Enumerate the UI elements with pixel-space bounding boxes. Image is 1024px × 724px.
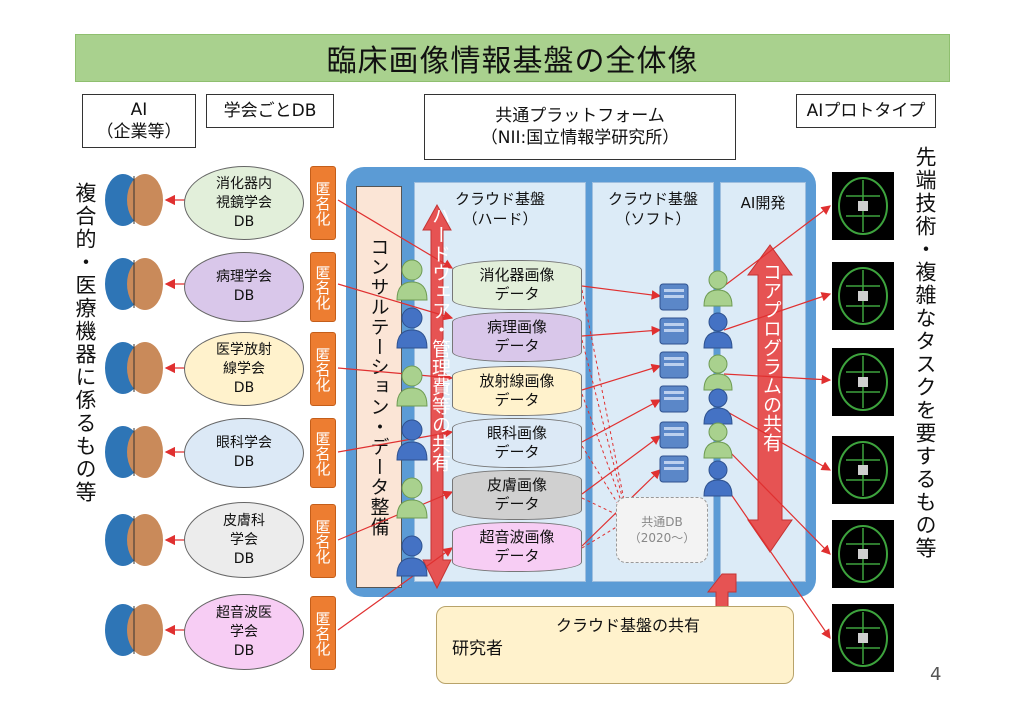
society-db-radiology: 医学放射 線学会 DB <box>184 332 304 406</box>
consultation-box: コンサルテーション・データ整備 <box>356 186 402 588</box>
prototype-brain-icons <box>832 172 894 672</box>
server-icons <box>659 283 689 483</box>
right-vertical-label: 先端技術・複雑なタスクを要するもの等 <box>913 146 937 560</box>
shared-db-box: 共通DB （2020～） <box>616 497 708 563</box>
society-db-ophthalmology: 眼科学会 DB <box>184 418 304 488</box>
left-vertical-label: 複合的・医療機器に係るもの等 <box>73 182 97 504</box>
researcher-box <box>436 606 794 684</box>
society-db-gastro: 消化器内 視鏡学会 DB <box>184 166 304 240</box>
researcher-caption: クラウド基盤の共有 <box>556 616 701 635</box>
page-number: 4 <box>930 664 942 685</box>
core-share-label: コアプログラムの共有 <box>760 262 782 452</box>
society-db-ultrasound: 超音波医 学会 DB <box>184 594 304 670</box>
core-share-arrow <box>747 244 793 553</box>
header-ai: AI （企業等） <box>82 94 196 148</box>
anonymize-tag: 匿名化 <box>310 252 336 322</box>
society-db-pathology: 病理学会 DB <box>184 252 304 322</box>
page-title: 臨床画像情報基盤の全体像 <box>75 34 950 82</box>
image-data-ophthalmology: 眼科画像 データ <box>452 418 582 468</box>
image-data-radiology: 放射線画像 データ <box>452 366 582 416</box>
consult-person-icons <box>396 259 428 577</box>
anonymize-tag: 匿名化 <box>310 418 336 488</box>
anonymize-tag: 匿名化 <box>310 166 336 240</box>
ai-brain-icons <box>105 174 163 656</box>
column-ai-dev-header: AI開発 <box>740 194 786 212</box>
column-hard-header: クラウド基盤 （ハード） <box>454 190 545 228</box>
anonymize-tag: 匿名化 <box>310 504 336 578</box>
society-db-dermatology: 皮膚科 学会 DB <box>184 502 304 578</box>
researcher-label: 研究者 <box>452 639 503 659</box>
header-society-db: 学会ごとDB <box>206 94 334 128</box>
hard-share-arrow <box>422 203 452 590</box>
image-data-dermatology: 皮膚画像 データ <box>452 470 582 520</box>
column-soft-header: クラウド基盤 （ソフト） <box>607 190 698 228</box>
ai-dev-person-icons <box>703 270 733 497</box>
hard-share-label: ハードウェア・管理費等の共有 <box>429 206 451 472</box>
image-data-ultrasound: 超音波画像 データ <box>452 522 582 572</box>
header-prototype: AIプロトタイプ <box>796 94 936 128</box>
image-data-gastro: 消化器画像 データ <box>452 260 582 310</box>
image-data-pathology: 病理画像 データ <box>452 312 582 362</box>
anonymize-tag: 匿名化 <box>310 596 336 670</box>
consultation-label: コンサルテーション・データ整備 <box>367 237 390 537</box>
anonymize-tag: 匿名化 <box>310 332 336 406</box>
header-platform: 共通プラットフォーム （NII:国立情報学研究所） <box>424 94 736 160</box>
